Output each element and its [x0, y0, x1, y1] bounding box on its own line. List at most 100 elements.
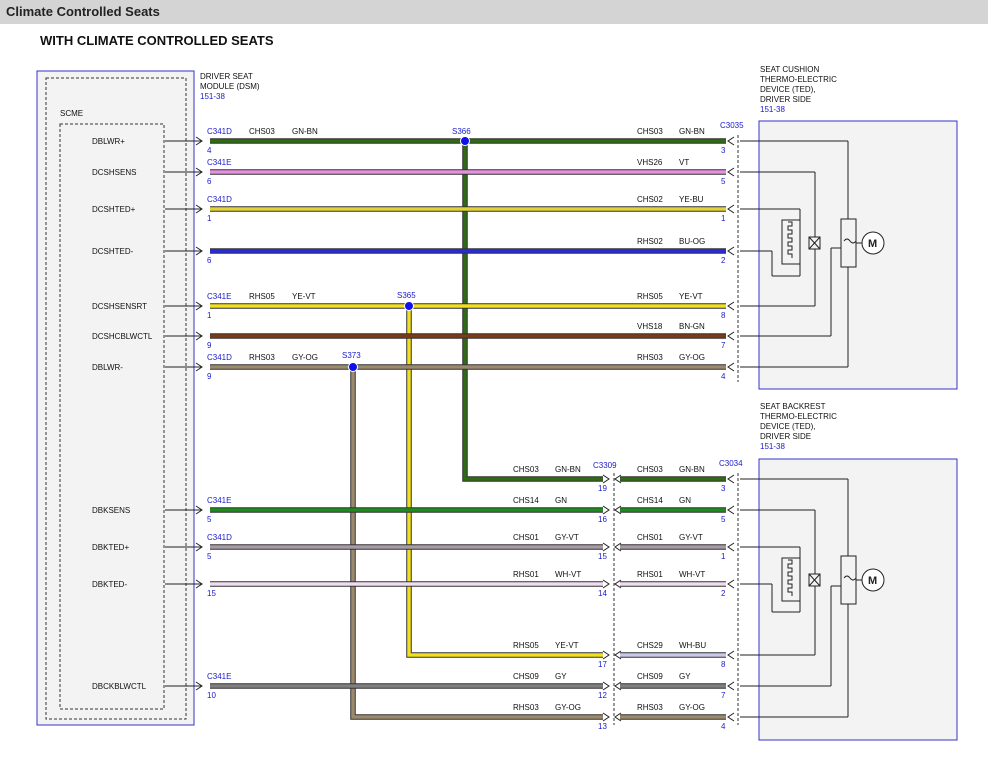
- connector-arrow: [195, 246, 203, 256]
- module-connector-label: C341E: [207, 496, 231, 505]
- splice-s366: [460, 136, 470, 146]
- circuit-label: CHS29: [637, 641, 663, 650]
- diagram-subtitle: WITH CLIMATE CONTROLLED SEATS: [40, 33, 274, 48]
- window-title-bar: Climate Controlled Seats: [0, 0, 988, 24]
- circuit-label: RHS03: [637, 353, 663, 362]
- module-ref: 151-38: [200, 92, 225, 101]
- device-pin-number: 7: [721, 691, 726, 700]
- circuit-label: CHS03: [513, 465, 539, 474]
- wire-branch-s366: [462, 141, 603, 482]
- device-pin-number: 3: [721, 146, 726, 155]
- module-pin-name: DCSHSENS: [92, 168, 136, 177]
- splice-s373: [348, 362, 358, 372]
- device-pin-number: 2: [721, 256, 726, 265]
- device-pin-number: 4: [721, 722, 726, 731]
- wire-color-label: WH-BU: [679, 641, 706, 650]
- wire-color-label: YE-BU: [679, 195, 704, 204]
- device-top-ref: 151-38: [760, 105, 785, 114]
- module-pin-name: DCSHSENSRT: [92, 302, 147, 311]
- connector-arrow: [614, 650, 622, 660]
- wire-color-label: YE-VT: [292, 292, 316, 301]
- module-pin-name: DBLWR-: [92, 363, 123, 372]
- connector-arrow: [195, 681, 203, 691]
- connector-arrow: [727, 167, 735, 177]
- inline-pin-number: 16: [598, 515, 607, 524]
- circuit-label: CHS01: [513, 533, 539, 542]
- device-bottom-ref: 151-38: [760, 442, 785, 451]
- device-top-connector: C3035: [720, 121, 744, 130]
- wire-color-label: GN: [679, 496, 691, 505]
- connector-arrow: [195, 301, 203, 311]
- window-title: Climate Controlled Seats: [6, 4, 160, 19]
- connector-arrow: [195, 579, 203, 589]
- wire-color-label: GY-OG: [555, 703, 581, 712]
- module-pin-number: 6: [207, 177, 212, 186]
- device-bottom-name-1: SEAT BACKREST: [760, 402, 826, 411]
- device-pin-number: 7: [721, 341, 726, 350]
- wire-color-label: BU-OG: [679, 237, 705, 246]
- circuit-label: RHS05: [513, 641, 539, 650]
- ted-top-symbol: [740, 140, 885, 368]
- circuit-label: VHS26: [637, 158, 663, 167]
- connector-arrow: [195, 204, 203, 214]
- circuit-label: CHS14: [513, 496, 539, 505]
- module-pin-name: DBKSENS: [92, 506, 130, 515]
- device-pin-number: 1: [721, 552, 726, 561]
- device-pin-number: 4: [721, 372, 726, 381]
- wire-color-label: GN-BN: [679, 127, 705, 136]
- connector-arrow: [614, 542, 622, 552]
- connector-arrow: [195, 331, 203, 341]
- module-connector-label: C341D: [207, 533, 232, 542]
- inline-pin-number: 12: [598, 691, 607, 700]
- connector-arrow: [614, 712, 622, 722]
- wire-color-label: WH-VT: [555, 570, 581, 579]
- wire-color-label: YE-VT: [679, 292, 703, 301]
- device-pin-number: 3: [721, 484, 726, 493]
- connector-arrow: [602, 474, 610, 484]
- module-pin-number: 9: [207, 372, 212, 381]
- connector-arrow: [727, 579, 735, 589]
- connector-arrow: [727, 246, 735, 256]
- connector-arrow: [602, 712, 610, 722]
- device-bottom-name-2: THERMO-ELECTRIC: [760, 412, 837, 421]
- module-pin-number: 6: [207, 256, 212, 265]
- device-top-name-2: THERMO-ELECTRIC: [760, 75, 837, 84]
- connector-arrow: [195, 167, 203, 177]
- module-connector-label: C341D: [207, 127, 232, 136]
- module-pin-name: DBKTED-: [92, 580, 127, 589]
- inline-pin-number: 19: [598, 484, 607, 493]
- splice-label-s373: S373: [342, 351, 361, 360]
- connector-arrow: [727, 136, 735, 146]
- device-pin-number: 1: [721, 214, 726, 223]
- scme-label: SCME: [60, 109, 83, 118]
- connector-arrow: [195, 505, 203, 515]
- circuit-label: VHS18: [637, 322, 663, 331]
- device-bottom-name-4: DRIVER SIDE: [760, 432, 811, 441]
- wire-color-label: GN-BN: [292, 127, 318, 136]
- connector-arrow: [727, 204, 735, 214]
- module-connector-label: C341E: [207, 158, 231, 167]
- wire-color-label: GY-OG: [292, 353, 318, 362]
- connector-arrow: [602, 542, 610, 552]
- module-pin-number: 5: [207, 515, 212, 524]
- module-connector-label: C341E: [207, 672, 231, 681]
- device-bottom-connector: C3034: [719, 459, 743, 468]
- splice-label-s365: S365: [397, 291, 416, 300]
- connector-arrow: [727, 650, 735, 660]
- circuit-label: RHS02: [637, 237, 663, 246]
- wire-branch-s373: [350, 367, 603, 720]
- connector-arrow: [602, 650, 610, 660]
- circuit-label: RHS03: [637, 703, 663, 712]
- connector-arrow: [727, 474, 735, 484]
- circuit-label: CHS03: [637, 465, 663, 474]
- motor-top-label: M: [868, 238, 877, 250]
- circuit-label: CHS01: [637, 533, 663, 542]
- wire-color-label: YE-VT: [555, 641, 579, 650]
- inline-pin-number: 13: [598, 722, 607, 731]
- module-connector-label: C341D: [207, 353, 232, 362]
- device-pin-number: 5: [721, 515, 726, 524]
- dsm-module-inner-dashed: [45, 77, 187, 720]
- module-pin-number: 5: [207, 552, 212, 561]
- module-pin-number: 10: [207, 691, 216, 700]
- wire-color-label: GN-BN: [555, 465, 581, 474]
